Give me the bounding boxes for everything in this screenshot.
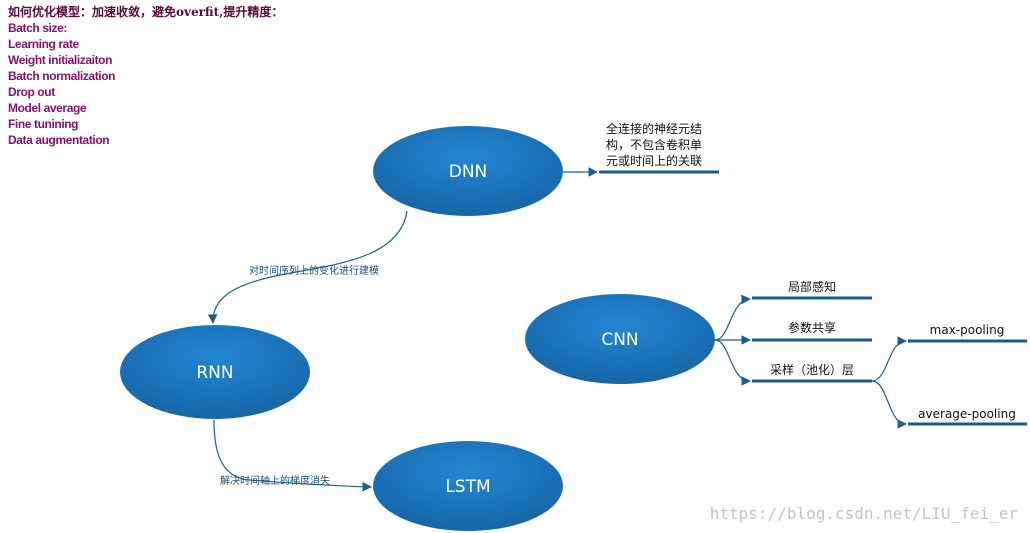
node-dnn-label: DNN bbox=[449, 162, 488, 182]
branch-param-sharing: 参数共享 bbox=[788, 320, 836, 335]
node-rnn-label: RNN bbox=[196, 363, 233, 383]
node-rnn-shape bbox=[120, 325, 310, 419]
edge-rnn-to-lstm bbox=[213, 419, 372, 492]
node-lstm-label: LSTM bbox=[445, 477, 490, 497]
notes-item-model-average: Model average bbox=[8, 101, 87, 115]
edge-cnn-to-pooling-layer bbox=[714, 339, 751, 386]
pooling-max: max-pooling bbox=[930, 323, 1005, 337]
notes-item-batch-size: Batch size: bbox=[8, 21, 67, 35]
dnn-note-line-2: 构，不包含卷积单 bbox=[606, 137, 702, 152]
branch-pooling-layer: 采样（池化）层 bbox=[770, 362, 854, 377]
edge-dnn-to-rnn bbox=[207, 210, 408, 324]
node-cnn: CNN bbox=[525, 294, 715, 384]
node-dnn-shape bbox=[373, 126, 563, 216]
notes-item-learning-rate: Learning rate bbox=[8, 37, 79, 51]
notes-title: 如何优化模型：加速收敛，避免overfit,提升精度： bbox=[8, 5, 284, 19]
edge-pooling-to-average bbox=[871, 380, 907, 429]
connectors bbox=[207, 167, 907, 492]
leaf-bars bbox=[599, 170, 1027, 426]
dnn-note-line-1: 全连接的神经元结 bbox=[606, 121, 702, 136]
notes-item-fine-tuning: Fine tunining bbox=[8, 117, 79, 131]
pooling-average: average-pooling bbox=[918, 407, 1016, 421]
notes-item-batch-norm: Batch normalization bbox=[8, 69, 116, 83]
edge-label-dnn-to-rnn: 对时间序列上的变化进行建模 bbox=[249, 264, 379, 277]
notes-panel: 如何优化模型：加速收敛，避免overfit,提升精度： Batch size: … bbox=[8, 4, 283, 148]
edge-pooling-to-max bbox=[871, 336, 907, 382]
node-cnn-shape bbox=[525, 294, 715, 384]
node-rnn: RNN bbox=[120, 325, 310, 419]
node-lstm: LSTM bbox=[373, 441, 563, 531]
node-lstm-shape bbox=[373, 441, 563, 531]
notes-item-weight-init: Weight initializaiton bbox=[8, 53, 113, 67]
notes-item-dropout: Drop out bbox=[8, 85, 55, 99]
branch-local-perception: 局部感知 bbox=[788, 279, 836, 294]
notes-list: Batch size: Learning rate Weight initial… bbox=[8, 20, 283, 148]
node-cnn-label: CNN bbox=[601, 330, 638, 350]
watermark: https://blog.csdn.net/LIU_fei_er bbox=[710, 504, 1019, 523]
edge-label-rnn-to-lstm: 解决时间轴上的梯度消失 bbox=[220, 474, 330, 487]
edge-cnn-to-local-perception bbox=[714, 294, 751, 341]
dnn-note-line-3: 元或时间上的关联 bbox=[606, 153, 702, 168]
node-dnn: DNN bbox=[373, 126, 563, 216]
dnn-note: 全连接的神经元结 构，不包含卷积单 元或时间上的关联 bbox=[606, 121, 702, 168]
notes-item-data-augmentation: Data augmentation bbox=[8, 133, 110, 147]
